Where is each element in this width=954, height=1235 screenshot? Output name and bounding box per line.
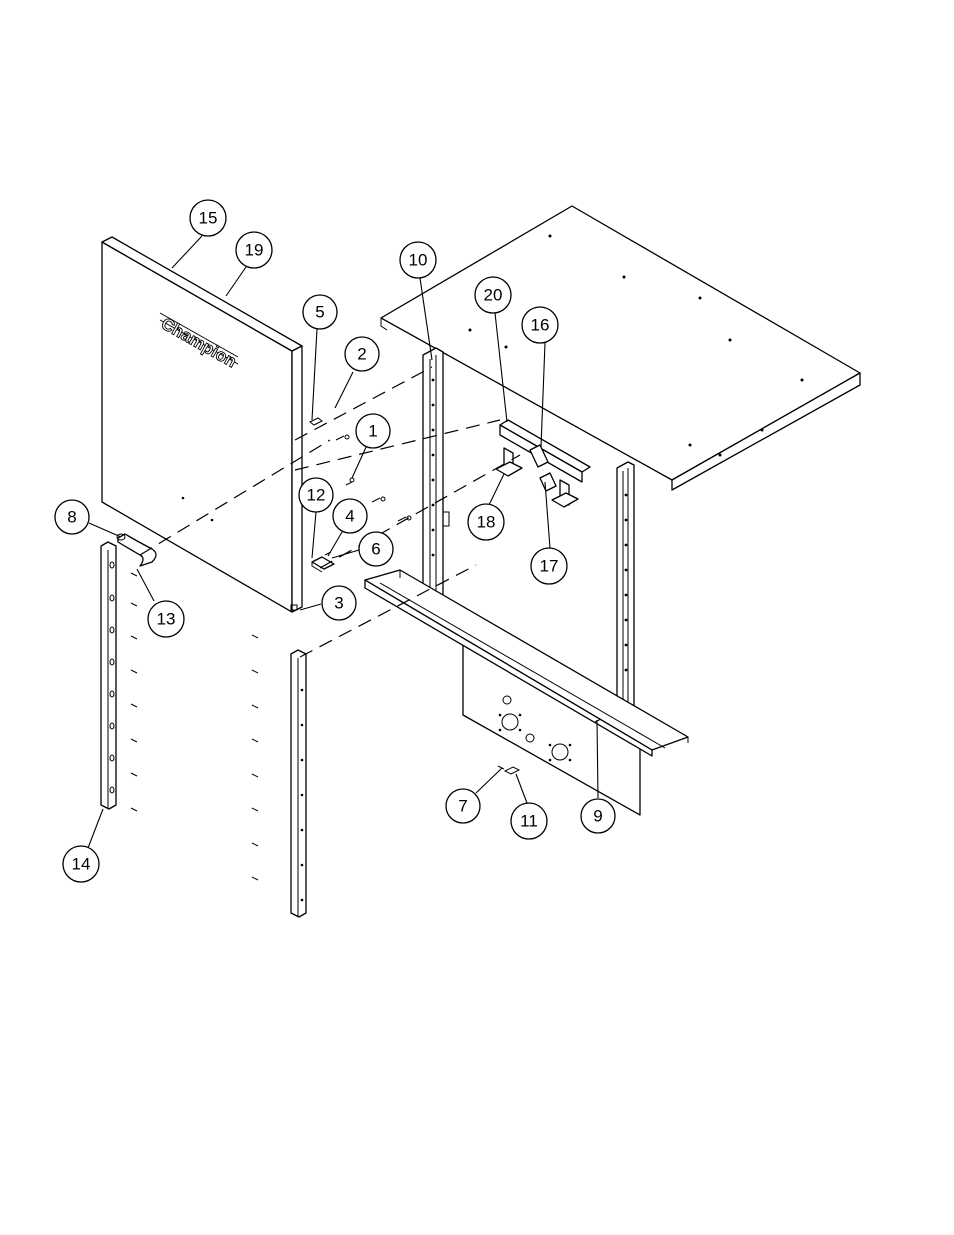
callout-4: 4	[333, 499, 367, 533]
callout-9: 9	[581, 799, 615, 833]
svg-text:5: 5	[315, 303, 324, 322]
svg-text:20: 20	[484, 286, 503, 305]
svg-text:4: 4	[345, 507, 354, 526]
door-panel: Champion	[102, 237, 302, 612]
callout-8: 8	[55, 500, 89, 534]
callout-2: 2	[345, 337, 379, 371]
callout-1: 1	[356, 414, 390, 448]
callout-17: 17	[531, 548, 567, 584]
svg-text:17: 17	[540, 557, 559, 576]
svg-text:6: 6	[371, 540, 380, 559]
svg-text:11: 11	[520, 812, 538, 831]
rail-screws-right	[252, 635, 258, 880]
svg-text:19: 19	[245, 241, 264, 260]
svg-text:12: 12	[307, 486, 326, 505]
callout-3: 3	[322, 586, 356, 620]
svg-text:16: 16	[531, 316, 550, 335]
svg-text:18: 18	[477, 513, 496, 532]
svg-text:3: 3	[334, 594, 343, 613]
frame-right-upright	[617, 462, 634, 724]
callout-20: 20	[475, 277, 511, 313]
callout-11: 11	[511, 803, 547, 839]
top-cover-panel	[381, 206, 860, 490]
svg-text:7: 7	[458, 797, 467, 816]
callout-15: 15	[190, 200, 226, 236]
svg-text:9: 9	[593, 807, 602, 826]
svg-text:15: 15	[199, 209, 218, 228]
hose-bracket-assembly	[496, 420, 590, 507]
callout-5: 5	[303, 295, 337, 329]
svg-text:13: 13	[157, 610, 176, 629]
svg-text:1: 1	[368, 422, 377, 441]
right-side-rail	[291, 650, 306, 917]
callout-6: 6	[359, 532, 393, 566]
callout-13: 13	[148, 601, 184, 637]
svg-text:10: 10	[409, 251, 428, 270]
frame-left-upright	[423, 348, 449, 607]
callout-7: 7	[446, 789, 480, 823]
door-handle	[117, 534, 156, 566]
svg-text:8: 8	[67, 508, 76, 527]
left-side-rail	[101, 542, 116, 809]
callout-10: 10	[400, 242, 436, 278]
svg-text:14: 14	[72, 855, 91, 874]
rail-screws-left	[131, 573, 137, 811]
callout-18: 18	[468, 504, 504, 540]
callout-12: 12	[299, 478, 333, 512]
callout-14: 14	[63, 846, 99, 882]
callout-16: 16	[522, 307, 558, 343]
svg-text:2: 2	[357, 345, 366, 364]
callout-19: 19	[236, 232, 272, 268]
